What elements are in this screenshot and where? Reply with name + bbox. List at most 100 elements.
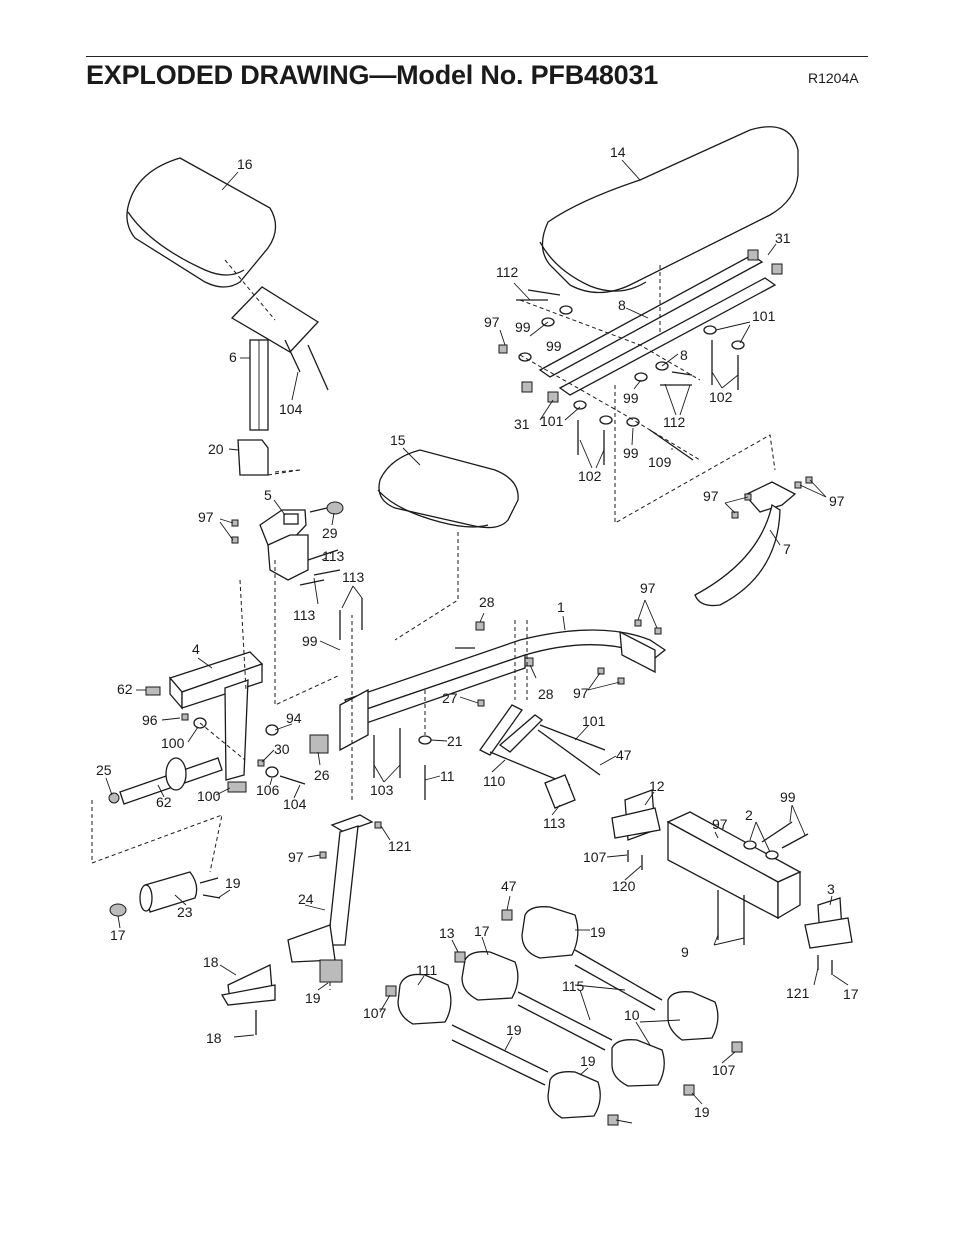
callout-31b: 31: [514, 416, 530, 432]
callout-24: 23: [177, 904, 193, 920]
page-title: EXPLODED DRAWING—Model No. PFB48031: [86, 60, 659, 90]
callout-106: 104: [283, 796, 307, 812]
leader-lines: [105, 159, 849, 1124]
callout-17: 17: [474, 923, 490, 939]
part-5-bracket: [231, 469, 344, 581]
callout-1: 1: [557, 599, 565, 615]
part-113-bolts-front: [299, 549, 363, 640]
part-3-front-leg: [287, 615, 382, 990]
callout-99b: 99: [546, 338, 562, 354]
callout-97g: 27: [442, 690, 458, 706]
callout-97: 97: [484, 314, 500, 330]
drawing-code: R1204A: [808, 70, 859, 86]
callout-47: 12: [649, 778, 665, 794]
callout-14: 14: [610, 144, 626, 160]
callout-110: 47: [616, 747, 632, 763]
callout-26: 25: [96, 762, 112, 778]
callout-109: 109: [648, 454, 672, 470]
callout-112: 112: [496, 264, 519, 280]
callout-29: 29: [322, 525, 338, 541]
callout-18: 111: [416, 962, 437, 978]
leader-dashes-left: [91, 560, 341, 873]
callout-4: 4: [192, 641, 200, 657]
header-rule: [86, 56, 868, 57]
part-109-bolt: [649, 429, 694, 461]
part-4-arm: [145, 651, 264, 793]
callout-99f: 2: [745, 807, 753, 823]
leader-dashes-back: [519, 299, 776, 524]
callout-18b: 19: [580, 1053, 596, 1069]
callout-113d: 99: [780, 789, 796, 805]
part-17-rollers: [461, 906, 719, 1087]
callout-31: 31: [775, 230, 791, 246]
part-2-rear-frame: [666, 811, 809, 945]
callout-107: 120: [612, 878, 636, 894]
callout-100b: 106: [256, 782, 280, 798]
callout-113: 113: [322, 548, 345, 564]
part-20-sleeve: [237, 439, 301, 476]
callout-12: 113: [543, 815, 566, 831]
callout-30: 30: [274, 741, 290, 757]
callout-113c: 113: [293, 607, 316, 623]
callout-19: 47: [501, 878, 517, 894]
callout-113b: 113: [342, 569, 365, 585]
part-21-cap: [309, 734, 329, 754]
callout-102b: 102: [578, 468, 602, 484]
callout-6: 6: [229, 349, 237, 365]
part-104-bolts-top: [284, 339, 329, 391]
callout-8: 8: [618, 297, 626, 313]
callout-99e: 99: [302, 633, 318, 649]
callout-96: 96: [142, 712, 158, 728]
callout-112b: 112: [663, 414, 686, 430]
part-115-cap: [319, 959, 343, 983]
callout-15: 15: [390, 432, 406, 448]
callout-102: 102: [709, 389, 733, 405]
callout-107b: 121: [786, 985, 810, 1001]
part-31-caps: [521, 249, 783, 403]
callout-20: 20: [208, 441, 224, 457]
callout-2: 97: [712, 816, 728, 832]
callout-101b: 101: [540, 413, 564, 429]
part-15-seat: [377, 449, 519, 641]
part-47-feet: [611, 789, 853, 975]
callout-99c: 99: [623, 390, 639, 406]
callout-107c: 18: [206, 1030, 222, 1046]
callout-25: 62: [156, 794, 172, 810]
callout-62b: 100: [197, 788, 221, 804]
callout-115: 19: [305, 990, 321, 1006]
callout-97e: 97: [640, 580, 656, 596]
part-12-roller: [544, 774, 576, 809]
callout-13: 18: [203, 954, 219, 970]
callout-121b: 17: [843, 986, 859, 1002]
callout-97d: 97: [829, 493, 845, 509]
part-13-foot: [220, 964, 276, 1035]
part-24-roller: [109, 871, 221, 917]
part-104-bolts-frame: [373, 728, 401, 778]
callout-17c: 10: [624, 1007, 640, 1023]
callout-9: 115: [562, 978, 585, 994]
callout-94: 94: [286, 710, 302, 726]
callout-121: 107: [583, 849, 607, 865]
callout-103: 11: [440, 768, 455, 784]
part-1-frame: [339, 619, 667, 752]
part-96-100-94-30-washers: [181, 713, 306, 785]
callout-19e: 19: [694, 1104, 710, 1120]
callout-16: 16: [237, 156, 253, 172]
part-18-rollers: [397, 973, 601, 1119]
callout-99d: 99: [623, 445, 639, 461]
callout-8b: 8: [680, 347, 688, 363]
callout-10: 19: [506, 1022, 522, 1038]
callout-104: 104: [279, 401, 303, 417]
callout-labels: 16 14 31 112 8 97 99 99 101 8 6 104 31 1…: [96, 144, 859, 1120]
part-101-103-bolt: [418, 690, 432, 800]
callout-19c: 107: [363, 1005, 387, 1021]
callout-17b: 19: [590, 924, 606, 940]
callout-3: 24: [298, 891, 314, 907]
part-6-seat-post: [224, 259, 320, 431]
callout-21: 26: [314, 767, 330, 783]
part-14-backrest: [539, 126, 799, 294]
part-25-tube: [108, 757, 223, 805]
callout-23: 17: [110, 927, 126, 943]
part-7-adjuster: [694, 476, 813, 607]
